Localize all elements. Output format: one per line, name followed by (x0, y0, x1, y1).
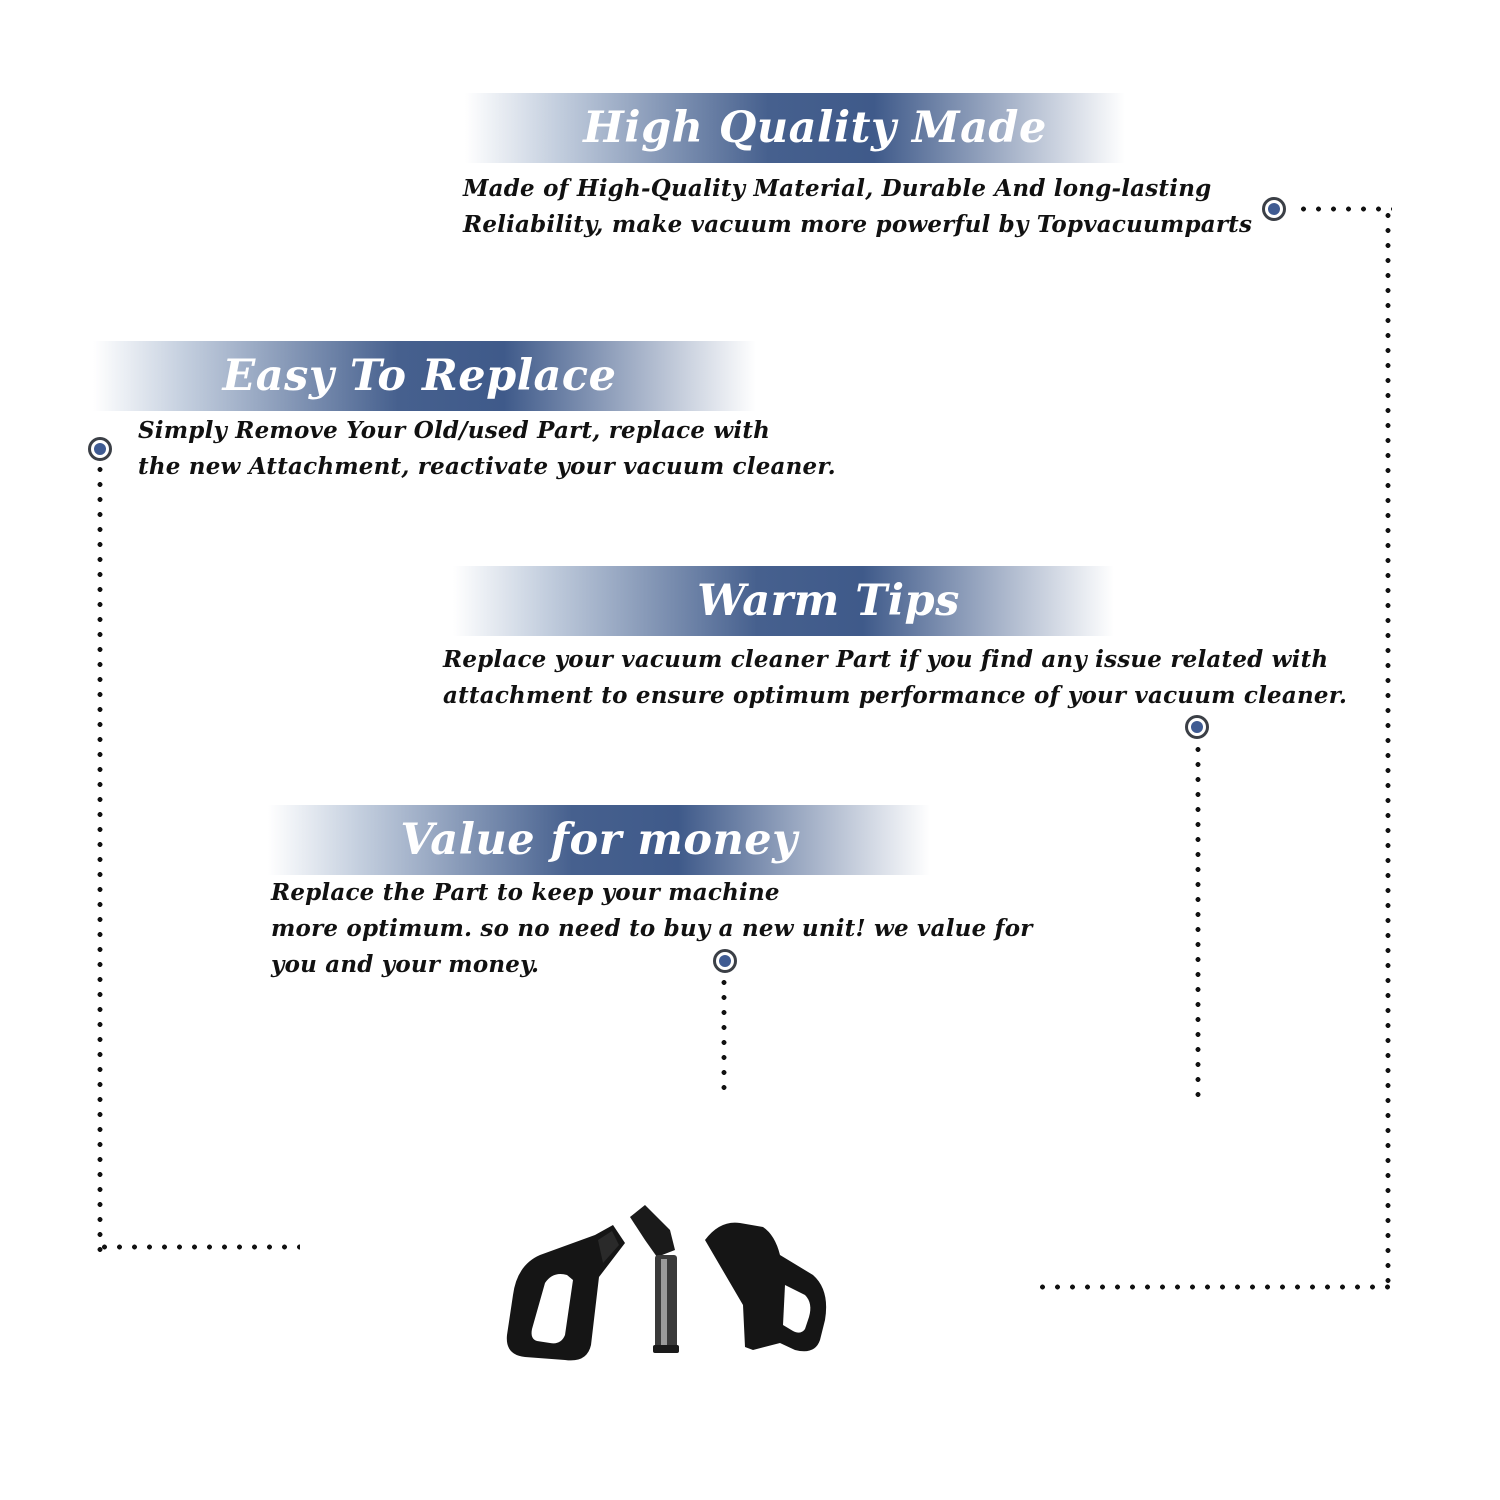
bullet-icon (88, 437, 112, 461)
bullet-icon (1262, 197, 1286, 221)
bullet-icon (713, 949, 737, 973)
section-title: Value for money (400, 815, 798, 865)
section-title: High Quality Made (583, 103, 1047, 153)
description-line: Simply Remove Your Old/used Part, replac… (138, 417, 771, 444)
description-line: Reliability, make vacuum more powerful b… (463, 211, 1253, 238)
vacuum-handle-parts-icon (506, 1205, 827, 1361)
section-description: Replace your vacuum cleaner Part if you … (443, 642, 1347, 714)
banner-high-quality: High Quality Made (465, 93, 1125, 163)
section-title: Easy To Replace (222, 351, 617, 401)
section-description: Made of High-Quality Material, Durable A… (463, 171, 1252, 243)
description-line: Replace your vacuum cleaner Part if you … (443, 646, 1329, 673)
description-line: attachment to ensure optimum performance… (443, 682, 1348, 709)
description-line: the new Attachment, reactivate your vacu… (138, 453, 836, 480)
description-line: Made of High-Quality Material, Durable A… (463, 175, 1212, 202)
dotted-connector (97, 1244, 300, 1250)
dotted-connector (1385, 208, 1391, 1293)
banner-warm-tips: Warm Tips (453, 566, 1114, 636)
dotted-connector (721, 975, 727, 1095)
bullet-icon (1185, 715, 1209, 739)
section-description: Simply Remove Your Old/used Part, replac… (138, 413, 836, 485)
banner-easy-replace: Easy To Replace (93, 341, 756, 411)
dotted-connector (1195, 742, 1201, 1107)
dotted-connector (97, 462, 103, 1254)
description-line: more optimum. so no need to buy a new un… (271, 915, 1033, 942)
section-title: Warm Tips (697, 576, 960, 626)
banner-value-money: Value for money (268, 805, 930, 875)
dotted-connector (1296, 206, 1392, 212)
description-line: you and your money. (271, 951, 540, 978)
description-line: Replace the Part to keep your machine (271, 879, 780, 906)
dotted-connector (1035, 1284, 1392, 1290)
section-description: Replace the Part to keep your machine mo… (271, 875, 1033, 983)
